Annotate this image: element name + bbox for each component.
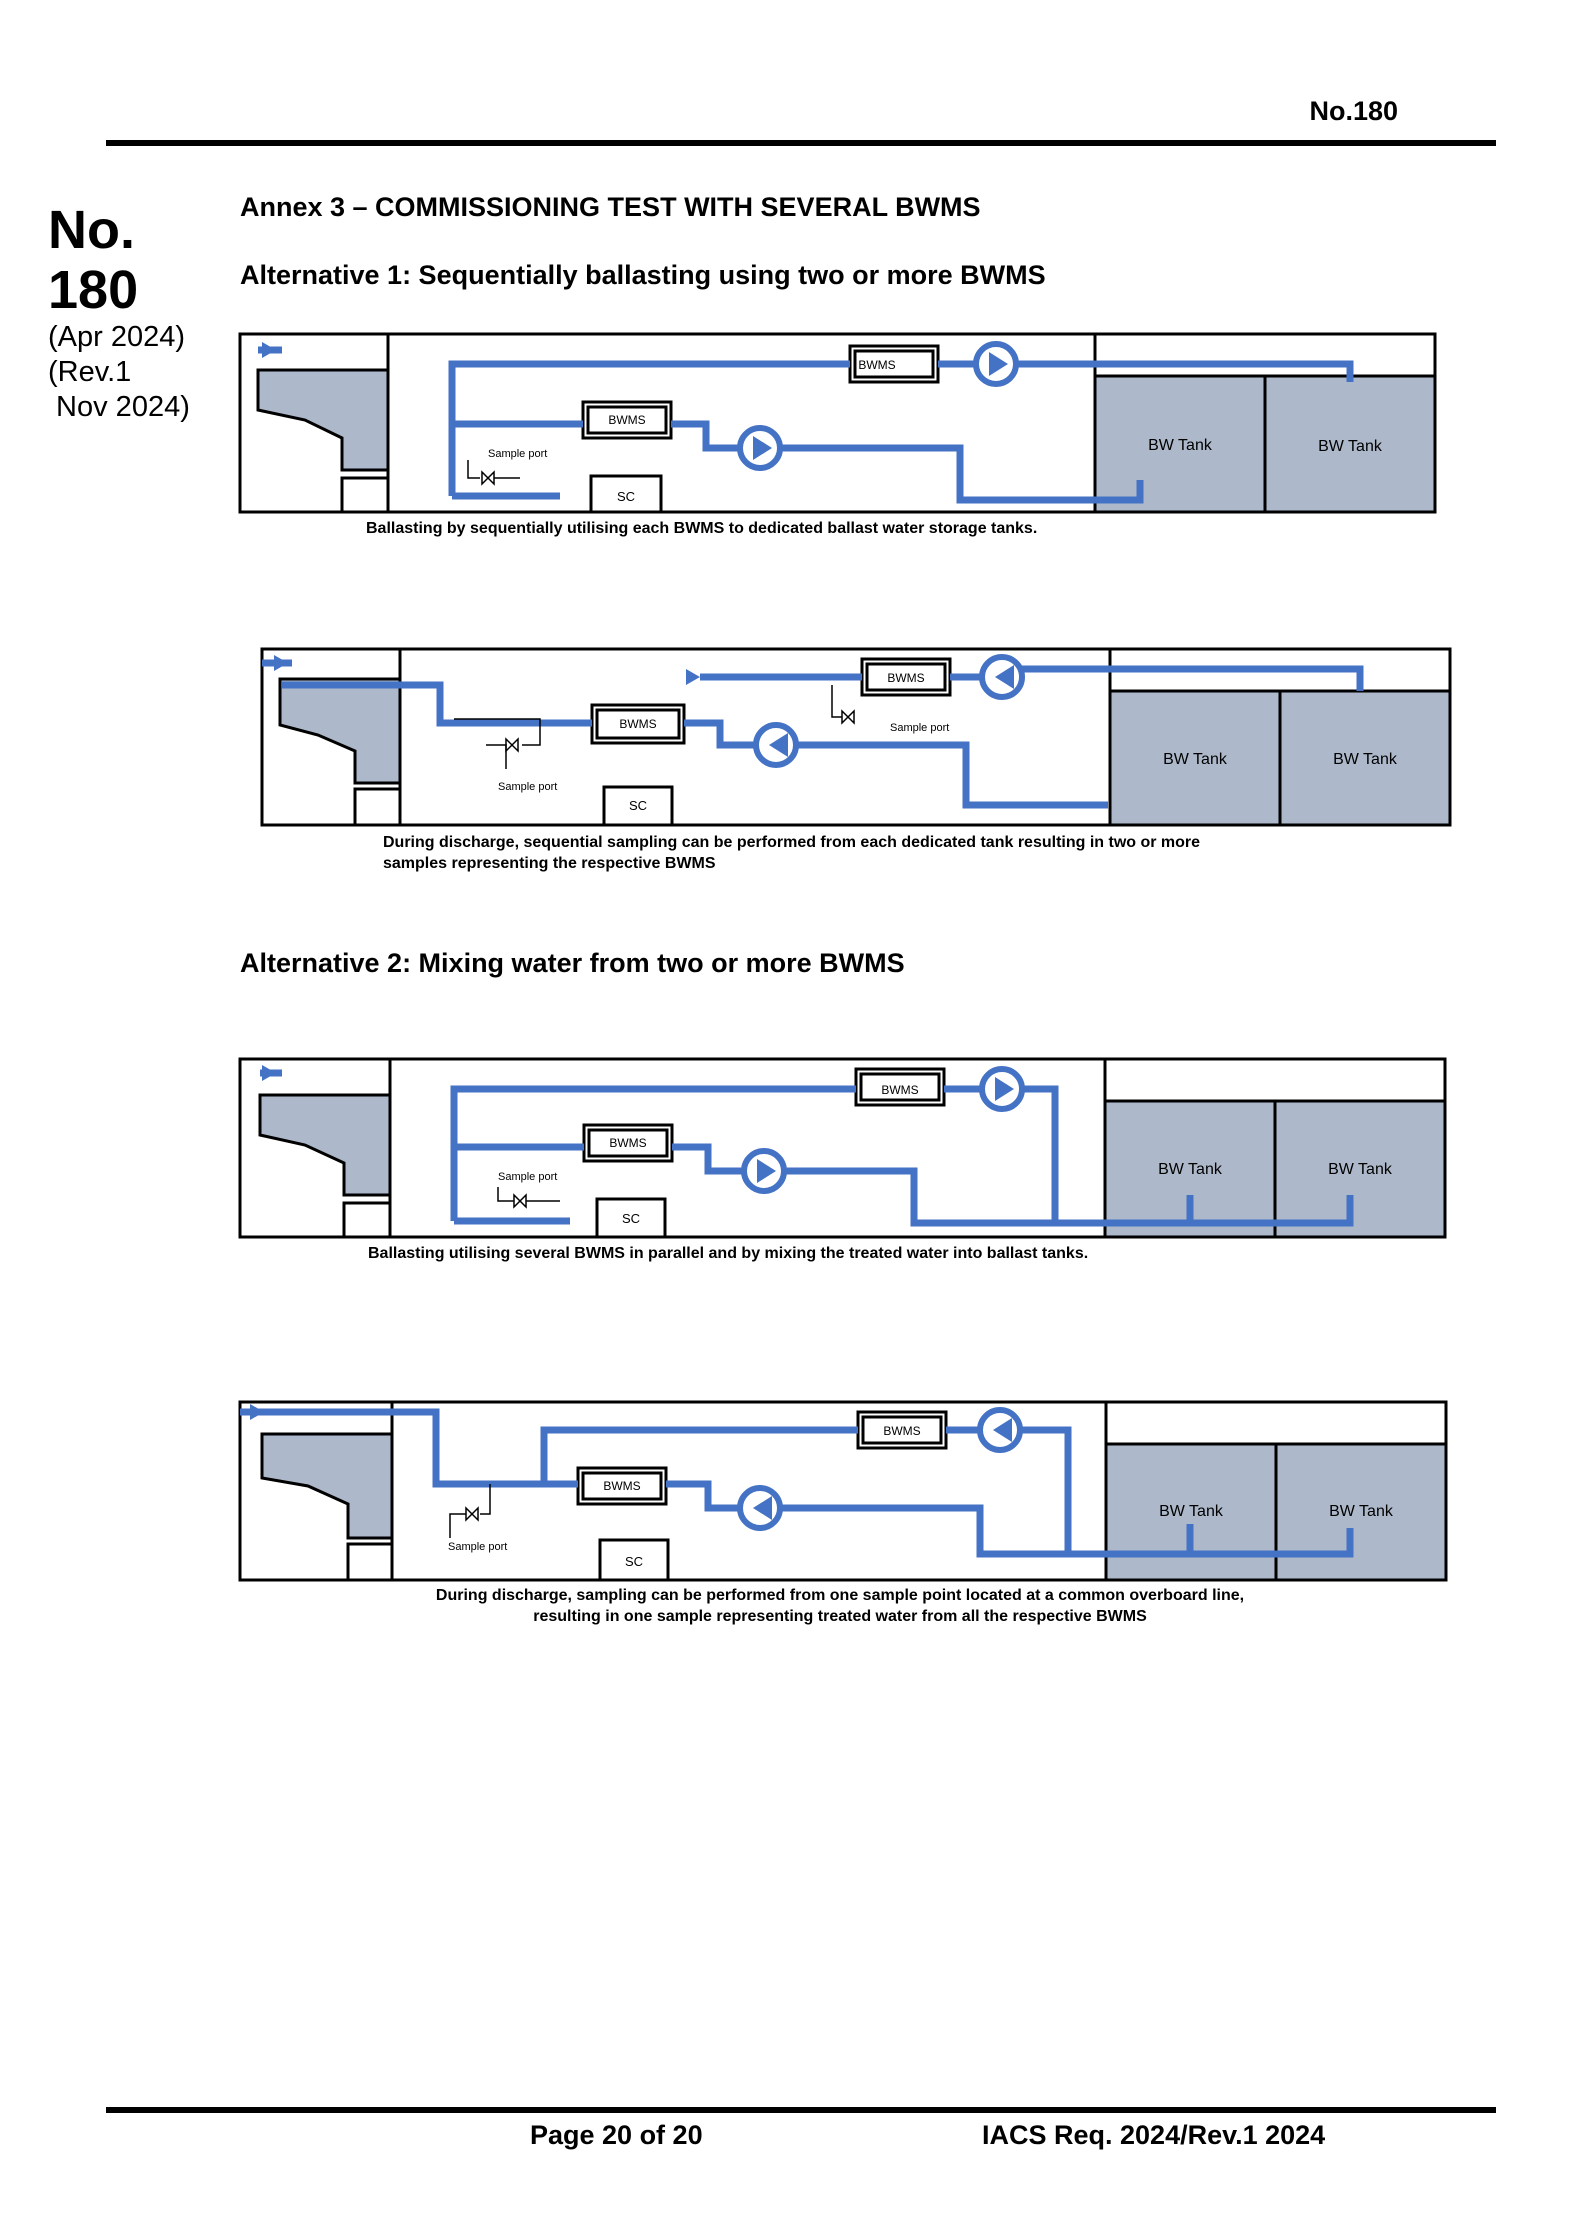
alt1-discharge-caption-line2: samples representing the respective BWMS	[383, 855, 716, 872]
sc-label: SC	[625, 1554, 643, 1569]
alt1-discharge-caption: During discharge, sequential sampling ca…	[383, 832, 1200, 874]
footer-rule	[106, 2107, 1496, 2113]
alt2-discharge-diagram: BWMS BWMS Sample port SC BW Tank BW Tank	[238, 1400, 1448, 1582]
tank1-label: BW Tank	[1158, 1161, 1223, 1178]
sea-chest	[278, 677, 402, 785]
bw-tank-1	[1093, 374, 1267, 514]
sidebar-rev: (Rev.1	[48, 356, 132, 388]
bwms-label-low: BWMS	[609, 1136, 646, 1150]
sc-label: SC	[617, 489, 635, 504]
alt1-discharge-diagram: BWMS BWMS Sample port Sample port SC BW …	[260, 647, 1452, 827]
alt2-ballasting-caption: Ballasting utilising several BWMS in par…	[368, 1245, 1089, 1262]
ballast-pipes	[258, 346, 1354, 504]
document-number: No.180	[1309, 96, 1398, 126]
sidebar-number: 180	[48, 260, 139, 320]
tank2-label: BW Tank	[1333, 751, 1398, 768]
tank2-label: BW Tank	[1329, 1503, 1394, 1520]
sea-chest-box	[589, 474, 663, 514]
sc-label: SC	[622, 1211, 640, 1226]
ballast-pipes	[260, 1069, 1354, 1227]
page-number: Page 20 of 20	[530, 2120, 703, 2150]
tank2-label: BW Tank	[1328, 1161, 1393, 1178]
annex-title: Annex 3 – COMMISSIONING TEST WITH SEVERA…	[240, 192, 981, 222]
sidebar-date: (Apr 2024)	[48, 321, 186, 353]
bw-tank-2	[1278, 689, 1452, 827]
document-reference: IACS Req. 2024/Rev.1 2024	[982, 2120, 1326, 2150]
tank1-label: BW Tank	[1148, 437, 1213, 454]
alt2-discharge-caption: During discharge, sampling can be perfor…	[390, 1585, 1290, 1627]
tank1-label: BW Tank	[1163, 751, 1228, 768]
alt1-discharge-caption-line1: During discharge, sequential sampling ca…	[383, 834, 1201, 851]
bwms-label-top: BWMS	[881, 1083, 918, 1097]
sample-port-label: Sample port	[488, 448, 547, 460]
inlet-valve-icon	[274, 655, 288, 671]
sidebar-revision-block: No. 180 (Apr 2024) (Rev.1 Nov 2024)	[48, 200, 198, 425]
alt1-ballasting-diagram: BWMS BWMS Sample port SC BW Tank BW Tank	[238, 332, 1437, 514]
sample-port-label: Sample port	[448, 1541, 507, 1553]
sample-port-top-label: Sample port	[890, 722, 949, 734]
sea-chest-box	[595, 1197, 667, 1239]
alt1-ballasting-caption: Ballasting by sequentially utilising eac…	[366, 520, 1038, 537]
inlet-valve-icon	[262, 342, 276, 358]
discharge-pipes	[262, 659, 1364, 809]
sidebar-no: No.	[48, 200, 135, 260]
alternative2-heading: Alternative 2: Mixing water from two or …	[240, 948, 905, 978]
sea-chest-box	[598, 1538, 670, 1582]
sc-label: SC	[629, 798, 647, 813]
check-valve-icon	[686, 669, 700, 685]
inlet-valve-icon	[262, 1065, 276, 1081]
sea-chest-box	[602, 785, 674, 827]
sea-chest	[258, 1093, 392, 1197]
bwms-label-top: BWMS	[858, 358, 895, 372]
alt2-discharge-caption-line1: During discharge, sampling can be perfor…	[435, 1587, 1245, 1604]
sea-chest	[260, 1432, 394, 1540]
sample-valve-icon-top	[841, 709, 855, 725]
alt2-discharge-caption-line2: resulting in one sample representing tre…	[533, 1608, 1147, 1625]
bwms-label-low: BWMS	[603, 1479, 640, 1493]
sample-port-low-label: Sample port	[498, 781, 557, 793]
bwms-label-low: BWMS	[608, 413, 645, 427]
bw-tank-2	[1273, 1099, 1447, 1239]
inlet-valve-icon	[250, 1404, 264, 1420]
sample-port-label: Sample port	[498, 1171, 557, 1183]
alternative1-heading: Alternative 1: Sequentially ballasting u…	[240, 260, 1046, 290]
header-rule	[106, 140, 1496, 146]
sidebar-rev-date: Nov 2024)	[48, 391, 190, 423]
sample-valve-icon	[513, 1193, 527, 1209]
bwms-label-top: BWMS	[883, 1424, 920, 1438]
bwms-label-top: BWMS	[887, 671, 924, 685]
bwms-label-low: BWMS	[619, 717, 656, 731]
tank1-label: BW Tank	[1159, 1503, 1224, 1520]
alt2-ballasting-diagram: BWMS BWMS Sample port SC BW Tank BW Tank	[238, 1057, 1447, 1239]
discharge-pipes	[240, 1408, 1354, 1558]
tank2-label: BW Tank	[1318, 438, 1383, 455]
sea-chest	[256, 368, 390, 472]
sample-valve-icon	[481, 470, 495, 486]
bw-tank-1	[1108, 689, 1282, 827]
sample-valve-icon	[465, 1506, 479, 1522]
